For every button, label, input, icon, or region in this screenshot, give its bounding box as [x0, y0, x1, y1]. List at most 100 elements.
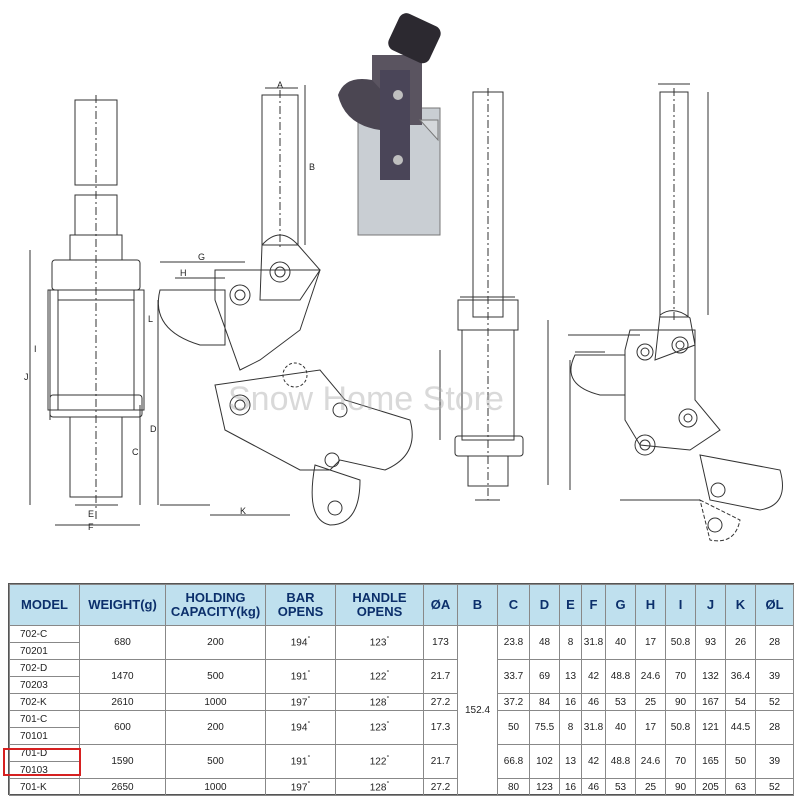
handle-opens-cell: 122° [335, 744, 424, 779]
dim-j-cell: 167 [695, 693, 726, 711]
dim-g-cell: 53 [605, 693, 636, 711]
col-header-f: F [581, 584, 606, 626]
degree-mark: ° [386, 670, 390, 678]
dim-h-cell: 25 [635, 778, 666, 796]
dim-e-cell: 16 [559, 778, 582, 796]
model-cell: 70201 [9, 642, 80, 660]
dim-label-j: J [24, 372, 29, 382]
side-view-left [139, 85, 413, 526]
dim-label-d: D [150, 424, 157, 434]
col-header-i: I [665, 584, 696, 626]
side-view-right [568, 83, 783, 542]
dim-l-cell: 39 [755, 659, 794, 694]
handle-opens-cell: 123° [335, 625, 424, 660]
dim-label-a: A [277, 80, 283, 90]
dim-h-cell: 25 [635, 693, 666, 711]
dim-j-cell: 205 [695, 778, 726, 796]
dim-label-b: B [309, 162, 315, 172]
model-cell: 701-C [9, 710, 80, 728]
dim-b-cell: 152.4 [457, 625, 498, 796]
handle-opens-cell: 128° [335, 693, 424, 711]
dim-l-cell: 28 [755, 625, 794, 660]
dim-f-cell: 42 [581, 659, 606, 694]
model-cell: 70101 [9, 727, 80, 745]
dim-l-cell: 28 [755, 710, 794, 745]
dim-k-cell: 26 [725, 625, 756, 660]
model-cell: 702-D [9, 659, 80, 677]
dimension-labels: A B G H L D C K I J E F [24, 80, 315, 532]
dim-e-cell: 8 [559, 625, 582, 660]
dim-e-cell: 13 [559, 744, 582, 779]
dim-a-cell: 27.2 [423, 778, 458, 796]
col-header-g: G [605, 584, 636, 626]
holding-cell: 200 [165, 625, 266, 660]
col-header-e: E [559, 584, 582, 626]
bar-opens-cell: 197° [265, 693, 336, 711]
dim-i-cell: 50.8 [665, 625, 696, 660]
dim-a-cell: 173 [423, 625, 458, 660]
col-header-k: K [725, 584, 756, 626]
dim-f-cell: 42 [581, 744, 606, 779]
col-header-h: H [635, 584, 666, 626]
dim-d-cell: 102 [529, 744, 560, 779]
model-cell: 70203 [9, 676, 80, 694]
weight-cell: 1470 [79, 659, 166, 694]
dim-g-cell: 48.8 [605, 744, 636, 779]
degree-mark: ° [386, 695, 390, 703]
dim-a-cell: 17.3 [423, 710, 458, 745]
holding-cell: 1000 [165, 693, 266, 711]
dim-f-cell: 31.8 [581, 710, 606, 745]
dim-k-cell: 44.5 [725, 710, 756, 745]
dim-d-cell: 48 [529, 625, 560, 660]
bar-opens-cell: 191° [265, 659, 336, 694]
dim-c-cell: 80 [497, 778, 530, 796]
dim-a-cell: 27.2 [423, 693, 458, 711]
dim-c-cell: 37.2 [497, 693, 530, 711]
col-header-model: MODEL [9, 584, 80, 626]
col-header-weight: WEIGHT(g) [79, 584, 166, 626]
dim-g-cell: 40 [605, 625, 636, 660]
degree-mark: ° [386, 755, 390, 763]
model-cell: 702-C [9, 625, 80, 643]
weight-cell: 2650 [79, 778, 166, 796]
dim-d-cell: 75.5 [529, 710, 560, 745]
holding-cell: 200 [165, 710, 266, 745]
dim-e-cell: 13 [559, 659, 582, 694]
dim-label-g: G [198, 252, 205, 262]
dim-label-l: L [148, 314, 153, 324]
dim-e-cell: 16 [559, 693, 582, 711]
dim-k-cell: 50 [725, 744, 756, 779]
dim-g-cell: 48.8 [605, 659, 636, 694]
front-view-left [29, 95, 145, 526]
dim-j-cell: 121 [695, 710, 726, 745]
dim-f-cell: 46 [581, 693, 606, 711]
degree-mark: ° [307, 780, 311, 788]
holding-cell: 500 [165, 659, 266, 694]
col-header-j: J [695, 584, 726, 626]
handle-opens-cell: 123° [335, 710, 424, 745]
model-cell: 701-D [9, 744, 80, 762]
dim-d-cell: 84 [529, 693, 560, 711]
dim-label-e: E [88, 509, 94, 519]
model-cell: 70103 [9, 761, 80, 779]
degree-mark: ° [307, 755, 311, 763]
dim-i-cell: 70 [665, 659, 696, 694]
dim-e-cell: 8 [559, 710, 582, 745]
dim-l-cell: 52 [755, 778, 794, 796]
dim-i-cell: 70 [665, 744, 696, 779]
dim-label-i: I [34, 344, 37, 354]
model-cell: 702-K [9, 693, 80, 711]
dim-c-cell: 33.7 [497, 659, 530, 694]
dim-label-c: C [132, 447, 139, 457]
dim-c-cell: 50 [497, 710, 530, 745]
weight-cell: 600 [79, 710, 166, 745]
dim-a-cell: 21.7 [423, 744, 458, 779]
bar-opens-cell: 194° [265, 625, 336, 660]
dim-label-h: H [180, 268, 187, 278]
